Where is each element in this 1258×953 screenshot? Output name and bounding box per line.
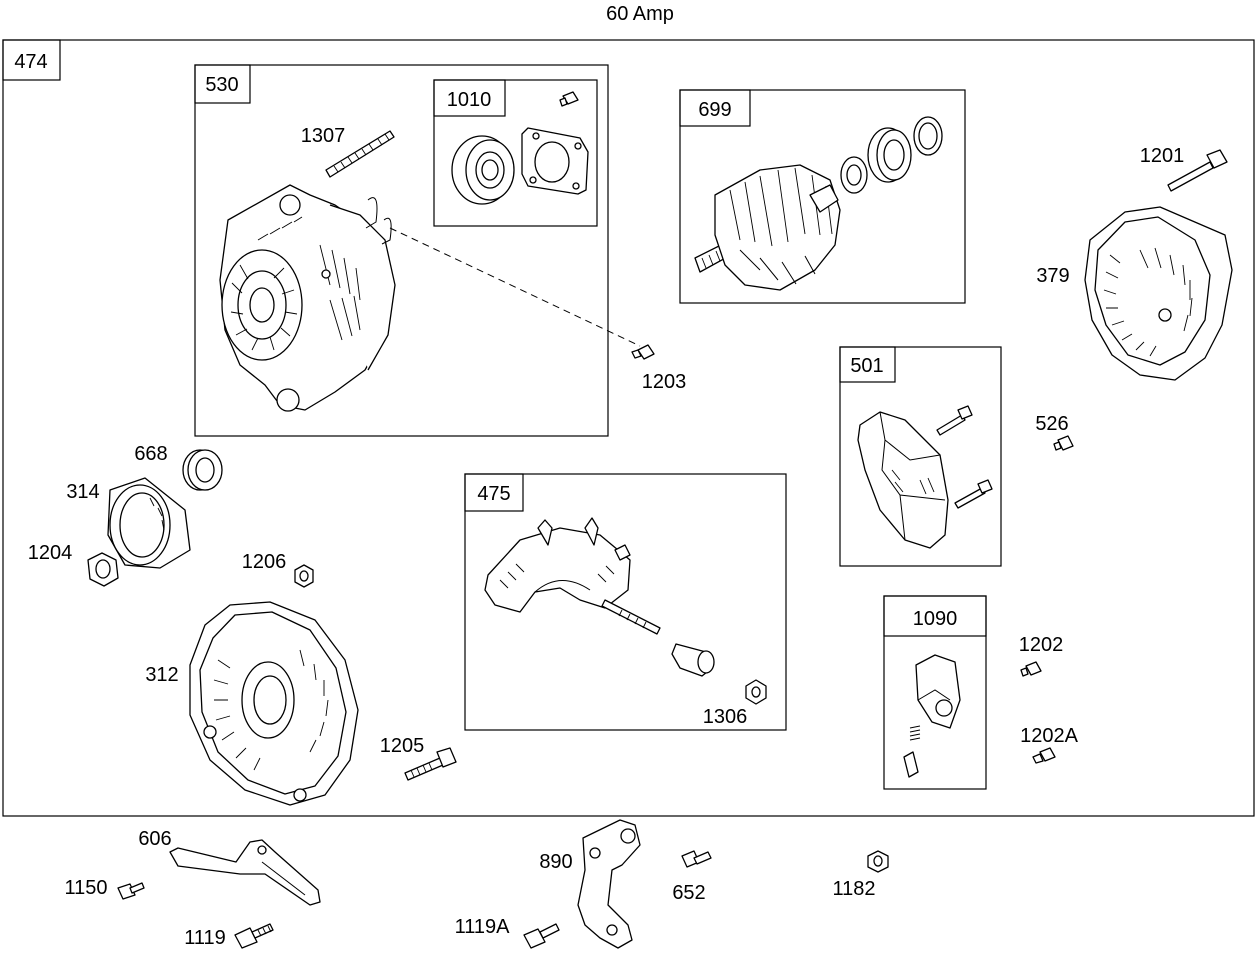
nut-icon [87, 552, 119, 587]
label-526: 526 [1035, 413, 1068, 435]
label-1202A: 1202A [1020, 725, 1078, 747]
label-1307: 1307 [301, 125, 346, 147]
label-1150: 1150 [64, 877, 107, 899]
kit-box-699: 699 [679, 89, 966, 304]
bearing-icon [451, 135, 515, 205]
label-1119A: 1119A [455, 916, 511, 938]
kit-box-1090: 1090 [883, 595, 987, 790]
label-1202: 1202 [1019, 634, 1064, 656]
label-1203: 1203 [642, 371, 687, 393]
brush-holder-icon [857, 405, 993, 549]
label-1204: 1204 [28, 542, 73, 564]
bolt-icon [681, 850, 712, 868]
leader-line [389, 227, 641, 347]
insulator-bushing-icon [671, 643, 715, 677]
label-1010: 1010 [447, 89, 492, 111]
label-501: 501 [850, 355, 883, 377]
bolt-icon [1167, 149, 1228, 192]
front-housing-icon [189, 601, 359, 806]
rotor-icon [694, 164, 841, 291]
pulley-icon [107, 477, 191, 569]
bearing-icon [840, 116, 943, 194]
label-314: 314 [66, 481, 99, 503]
kit-box-501: 501 [839, 346, 1002, 567]
label-530: 530 [205, 74, 238, 96]
label-1205: 1205 [380, 735, 425, 757]
screw-icon [631, 344, 655, 360]
bearing-retainer-plate-icon [521, 127, 589, 195]
label-1182: 1182 [832, 878, 875, 900]
bolt-icon [404, 747, 457, 781]
label-1119: 1119 [184, 927, 226, 949]
screw-icon [559, 91, 579, 107]
label-475: 475 [477, 483, 510, 505]
nut-icon [745, 679, 767, 705]
label-1206: 1206 [242, 551, 287, 573]
label-606: 606 [138, 828, 171, 850]
label-890: 890 [539, 851, 572, 873]
nut-icon [294, 564, 314, 588]
stud-bolt-icon [325, 130, 395, 178]
label-1090: 1090 [913, 608, 958, 630]
bracket-icon [577, 819, 641, 949]
kit-box-474: 474 [2, 39, 1255, 817]
screw-icon [1032, 747, 1056, 764]
brush-holder-icon [915, 654, 961, 729]
label-1306: 1306 [703, 706, 748, 728]
alternator-icon [219, 184, 396, 412]
screw-icon [1020, 661, 1042, 677]
bolt-icon [523, 923, 560, 949]
kit-box-475: 475 [464, 473, 787, 731]
bolt-icon [117, 882, 145, 900]
label-379: 379 [1036, 265, 1069, 287]
kit-box-530: 530 [194, 64, 609, 437]
rectifier-icon [484, 517, 661, 635]
label-474: 474 [14, 51, 47, 73]
kit-box-1010: 1010 [433, 79, 598, 227]
bolt-icon [234, 923, 274, 949]
nut-icon [867, 850, 889, 873]
diagram-title: 60 Amp [606, 3, 674, 25]
label-312: 312 [145, 664, 178, 686]
label-699: 699 [698, 99, 731, 121]
spring-icon [909, 725, 921, 741]
rear-cover-icon [1084, 206, 1233, 381]
label-668: 668 [134, 443, 167, 465]
brush-icon [903, 751, 919, 778]
label-1201: 1201 [1140, 145, 1185, 167]
bracket-icon [169, 839, 321, 906]
spacer-ring-icon [182, 449, 223, 491]
screw-icon [1053, 435, 1074, 451]
label-652: 652 [672, 882, 705, 904]
